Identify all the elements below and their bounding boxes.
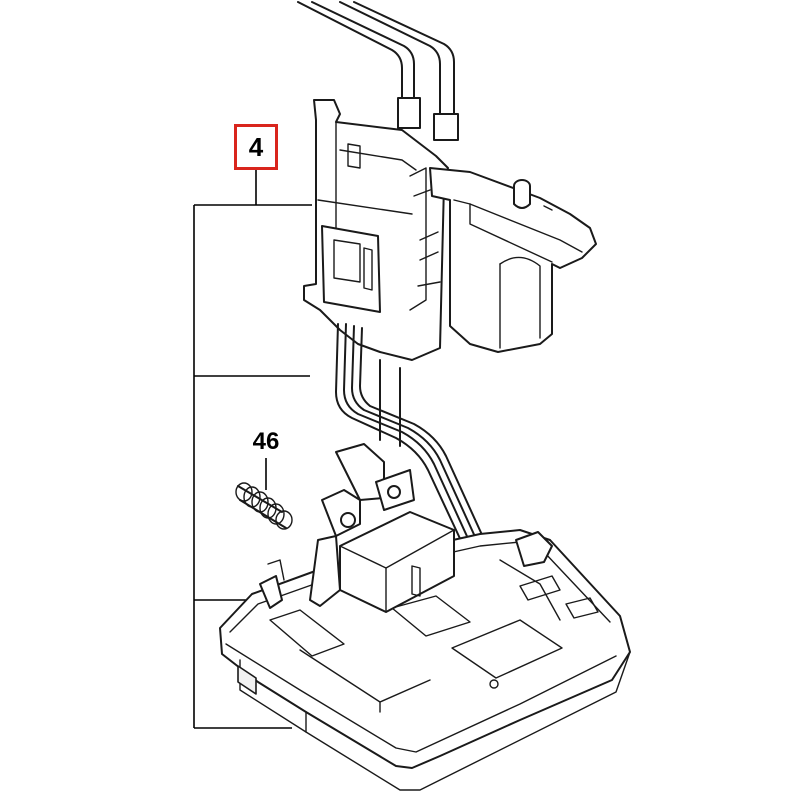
callout-4-bracket	[193, 170, 312, 729]
mount-block	[259, 443, 455, 613]
cable-wires	[297, 1, 459, 141]
callout-label-46: 46	[252, 428, 280, 455]
trigger-switch-module	[303, 99, 597, 361]
compression-spring	[235, 482, 293, 530]
callout-label-4: 4	[234, 124, 278, 170]
